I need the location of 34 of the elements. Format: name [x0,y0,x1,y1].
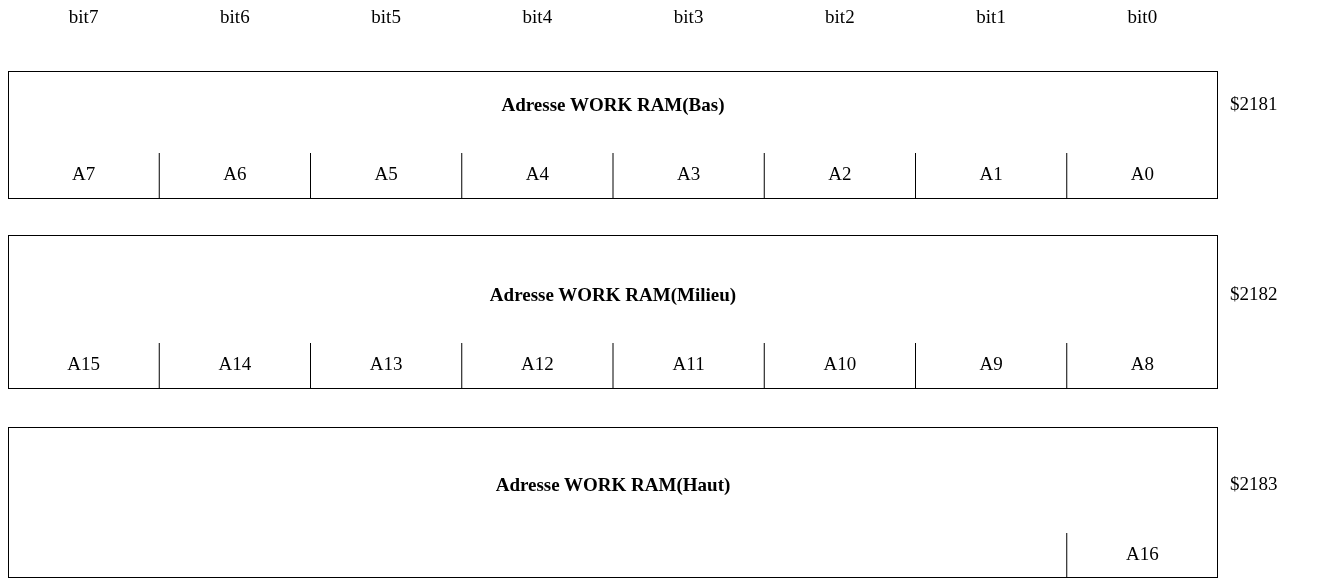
address-bit-label: A1 [978,163,1004,185]
address-bit-label: A0 [1129,163,1155,185]
bit-label: bit7 [67,6,100,28]
address-bit-label: A11 [671,353,706,375]
address-bit-label: A4 [524,163,550,185]
address-bit-label: A13 [368,353,404,375]
bit-label: bit5 [370,6,402,28]
bit-label: bit2 [824,6,856,28]
address-bit-label: A5 [373,163,399,185]
address-bit-label: A6 [222,163,248,185]
register-address: $2182 [1230,283,1278,305]
address-bit-label: A10 [822,353,858,375]
address-bit-label: A12 [520,353,555,375]
register-name: Adresse WORK RAM(Bas) [501,94,725,116]
address-bit-label: A14 [217,353,253,375]
bit-label: bit4 [521,6,554,28]
bit-label: bit0 [1126,6,1159,28]
address-bit-label: A7 [71,163,97,185]
bit-label: bit6 [219,6,251,28]
address-bit-label: A9 [978,353,1004,375]
register-name: Adresse WORK RAM(Haut) [495,474,731,496]
address-bit-label: A16 [1125,543,1160,565]
bit-label: bit1 [975,6,1007,28]
register-box [8,71,1218,199]
address-bit-label: A8 [1129,353,1155,375]
address-bit-label: A2 [827,163,853,185]
register-name: Adresse WORK RAM(Milieu) [489,284,737,306]
register-address: $2183 [1230,473,1278,495]
register-box [8,427,1218,578]
register-address: $2181 [1230,93,1278,115]
address-bit-label: A3 [676,163,702,185]
register-box [8,235,1218,389]
bit-label: bit3 [672,6,705,28]
address-bit-label: A15 [66,353,101,375]
